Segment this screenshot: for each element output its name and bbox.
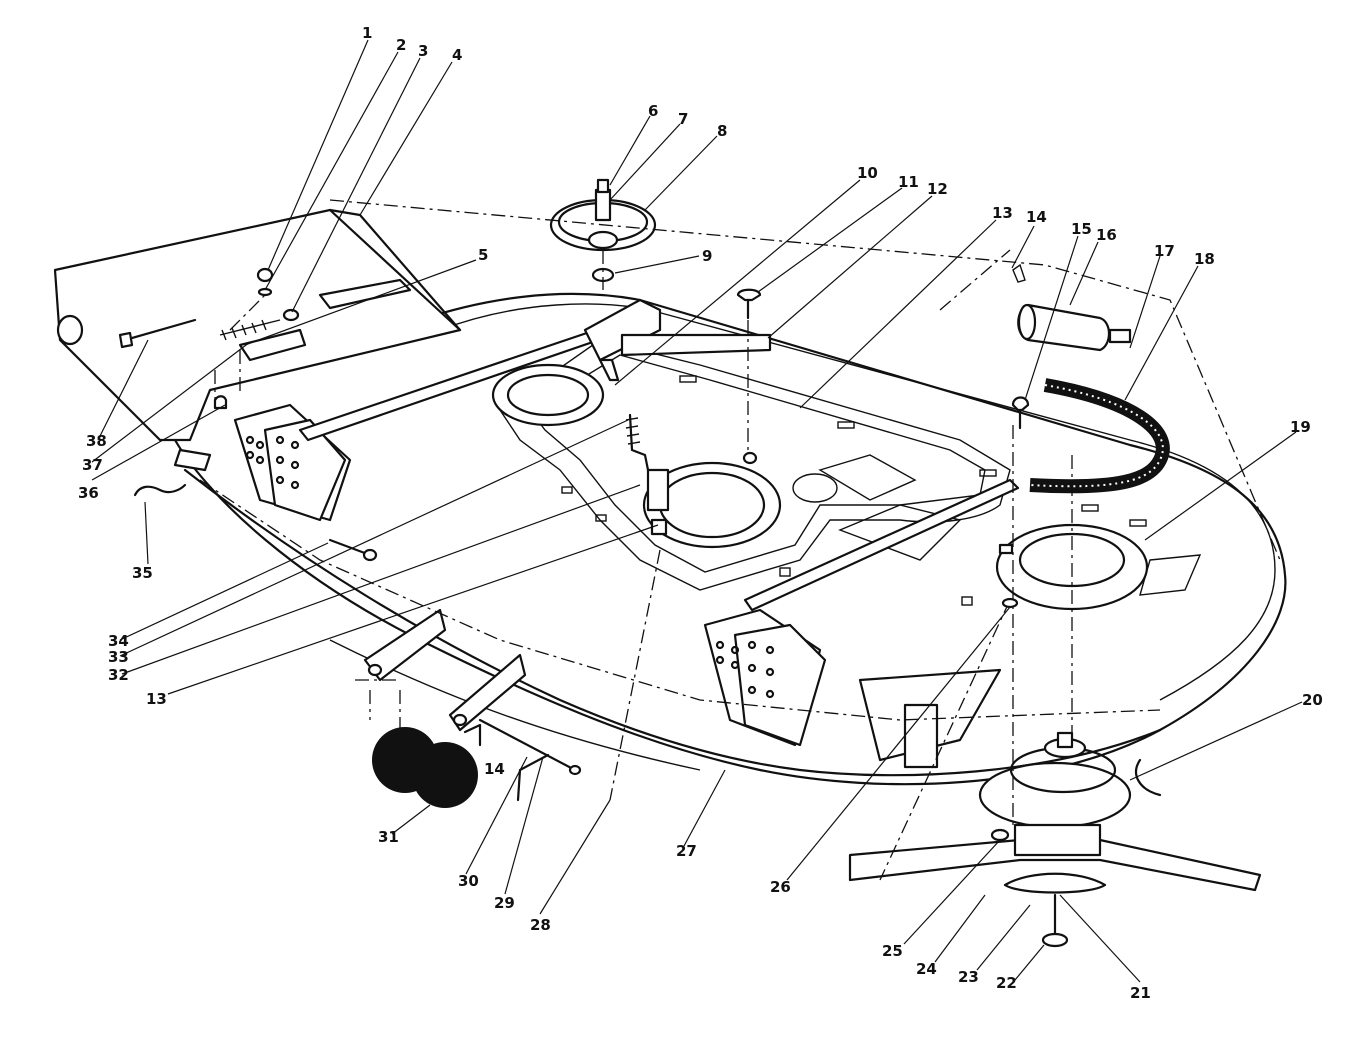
callout-18: 18 bbox=[1194, 250, 1215, 268]
drive-belt bbox=[1029, 378, 1170, 494]
callout-4: 4 bbox=[452, 46, 462, 64]
alignment-lines bbox=[199, 199, 1281, 881]
right-front-height-bracket bbox=[703, 608, 827, 747]
callout-5: 5 bbox=[478, 246, 488, 264]
hinge-pin-34 bbox=[328, 538, 378, 562]
spindle-cartridge bbox=[1012, 263, 1132, 352]
idler-arm-bracket bbox=[583, 298, 772, 382]
callout-labels: 1 2 3 4 5 6 7 8 9 10 11 12 13 14 15 16 1… bbox=[78, 24, 1323, 1002]
callout-1: 1 bbox=[362, 24, 372, 42]
callout-36: 36 bbox=[78, 484, 99, 502]
callout-22: 22 bbox=[996, 974, 1017, 992]
blade-bolt-22 bbox=[1041, 893, 1069, 948]
idler-pulley-assembly bbox=[549, 178, 657, 283]
carriage-bolt-15 bbox=[1011, 396, 1030, 412]
callout-37: 37 bbox=[82, 456, 103, 474]
callout-13-bottom: 13 bbox=[146, 690, 167, 708]
callout-35: 35 bbox=[132, 564, 153, 582]
anti-scalp-wheels bbox=[372, 727, 478, 808]
callout-23: 23 bbox=[958, 968, 979, 986]
callout-14-top: 14 bbox=[1026, 208, 1047, 226]
callout-17: 17 bbox=[1154, 242, 1175, 260]
axle-30 bbox=[478, 718, 582, 776]
callout-31: 31 bbox=[378, 828, 399, 846]
callout-16: 16 bbox=[1096, 226, 1117, 244]
callout-26: 26 bbox=[770, 878, 791, 896]
callout-12: 12 bbox=[927, 180, 948, 198]
rear-latch-spring bbox=[118, 267, 307, 362]
callout-15: 15 bbox=[1071, 220, 1092, 238]
callout-27: 27 bbox=[676, 842, 697, 860]
anti-scalp-wheel-bracket-left bbox=[363, 608, 447, 682]
rear-handle-5 bbox=[318, 278, 412, 310]
callout-19: 19 bbox=[1290, 418, 1311, 436]
callout-13-top: 13 bbox=[992, 204, 1013, 222]
lock-nut-12 bbox=[742, 451, 758, 465]
mower-blade bbox=[848, 823, 1262, 892]
anti-scalp-wheel-bracket-right bbox=[448, 653, 527, 732]
callout-30: 30 bbox=[458, 872, 479, 890]
callout-34: 34 bbox=[108, 632, 129, 650]
callout-6: 6 bbox=[648, 102, 658, 120]
blade-adapter-23 bbox=[1003, 872, 1107, 894]
rear-stop-36 bbox=[173, 395, 228, 472]
washer-25 bbox=[990, 828, 1010, 842]
idler-spring-rod bbox=[625, 413, 670, 536]
washer-26 bbox=[1001, 597, 1019, 609]
callout-10: 10 bbox=[857, 164, 878, 182]
callout-38: 38 bbox=[86, 432, 107, 450]
callout-11: 11 bbox=[898, 173, 919, 191]
callout-20: 20 bbox=[1302, 691, 1323, 709]
callout-8: 8 bbox=[717, 122, 727, 140]
callout-leaders bbox=[91, 39, 1303, 983]
callout-32: 32 bbox=[108, 666, 129, 684]
callout-29: 29 bbox=[494, 894, 515, 912]
callout-25: 25 bbox=[882, 942, 903, 960]
callout-9: 9 bbox=[702, 247, 712, 265]
callout-3: 3 bbox=[418, 42, 428, 60]
washer-14b bbox=[463, 723, 482, 747]
callout-14-bottom: 14 bbox=[484, 760, 505, 778]
front-hanger-rod bbox=[743, 478, 1020, 612]
callout-2: 2 bbox=[396, 36, 406, 54]
blade-spindle-housing bbox=[978, 731, 1162, 829]
mower-deck-housing bbox=[173, 292, 1287, 786]
callout-28: 28 bbox=[530, 916, 551, 934]
hair-pin-clip-35 bbox=[133, 483, 187, 497]
callout-33: 33 bbox=[108, 648, 129, 666]
carriage-bolt-11 bbox=[736, 288, 762, 320]
callout-21: 21 bbox=[1130, 984, 1151, 1002]
callout-7: 7 bbox=[678, 110, 688, 128]
callout-24: 24 bbox=[916, 960, 937, 978]
